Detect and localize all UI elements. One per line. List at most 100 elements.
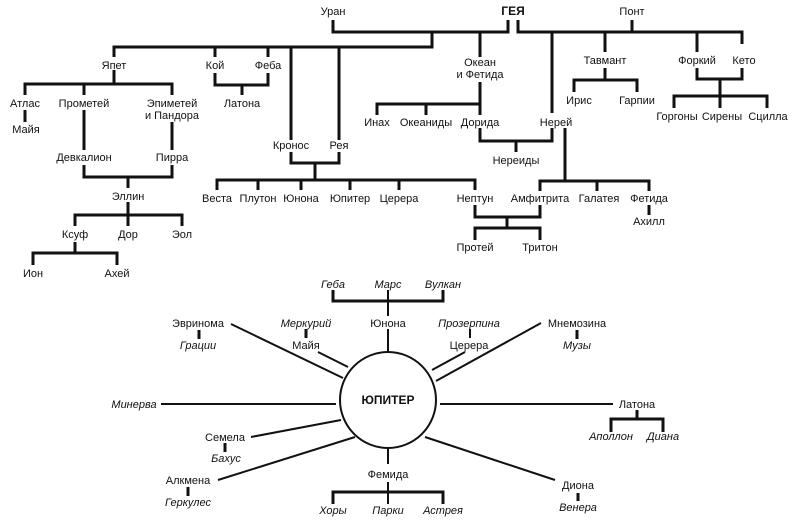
node-uranus: Уран bbox=[321, 6, 346, 18]
top-tree-lines bbox=[23, 20, 769, 265]
node-muses: Музы bbox=[563, 340, 591, 352]
oceanus-children-bar bbox=[375, 102, 482, 115]
node-gaia: ГЕЯ bbox=[501, 4, 524, 18]
node-inachus: Инах bbox=[364, 117, 390, 129]
coeus-phoebe-connector bbox=[213, 73, 270, 87]
node-gorgons: Горгоны bbox=[656, 111, 697, 123]
node-phoebe: Феба bbox=[255, 60, 282, 72]
doris-nereus-connector bbox=[478, 128, 554, 143]
node-alcmene: Алкмена bbox=[166, 475, 211, 487]
node-prometheus: Прометей bbox=[59, 98, 110, 110]
node-scylla: Сцилла bbox=[748, 111, 788, 123]
node-semele: Семела bbox=[205, 432, 246, 444]
top-tree-labels: Уран ГЕЯ Понт Япет Кой Феба Океан и Фети… bbox=[10, 4, 789, 280]
node-triton: Тритон bbox=[522, 242, 557, 254]
node-atlas: Атлас bbox=[10, 98, 40, 110]
node-hebe: Геба bbox=[321, 279, 345, 291]
spoke-dione bbox=[424, 436, 556, 481]
node-jupiter-top: Юпитер bbox=[330, 193, 370, 205]
node-dione: Диона bbox=[562, 480, 595, 492]
gaia-pontus-connector bbox=[516, 20, 744, 44]
spoke-mnemosyne bbox=[435, 322, 542, 382]
spoke-eurynome bbox=[230, 323, 344, 379]
node-vulcan: Вулкан bbox=[425, 279, 461, 291]
node-maia: Майя bbox=[292, 340, 320, 352]
node-proserpina: Прозерпина bbox=[438, 318, 500, 330]
node-thetis: Фетида bbox=[630, 193, 669, 205]
neptune-amphitrite-connector bbox=[473, 205, 542, 219]
node-latona-top: Латона bbox=[224, 98, 261, 110]
node-rhea: Рея bbox=[330, 140, 349, 152]
node-oceanids: Океаниды bbox=[400, 117, 452, 129]
node-pluto: Плутон bbox=[240, 193, 277, 205]
deucalion-pyrrha-connector bbox=[82, 165, 174, 179]
latona-children-bar bbox=[609, 410, 665, 432]
iapetus-children-bar bbox=[23, 82, 174, 95]
node-venus: Венера bbox=[559, 502, 597, 514]
node-doris: Дорида bbox=[461, 117, 500, 129]
node-minerva: Минерва bbox=[111, 399, 156, 411]
node-coeus: Кой bbox=[206, 60, 225, 72]
node-achaeus: Ахей bbox=[105, 268, 130, 280]
node-nereids: Нереиды bbox=[493, 155, 540, 167]
node-juno-top: Юнона bbox=[283, 193, 319, 205]
node-ion: Ион bbox=[23, 268, 43, 280]
node-nereus: Нерей bbox=[540, 117, 572, 129]
node-ceto: Кето bbox=[732, 55, 755, 67]
spoke-semele bbox=[250, 419, 342, 438]
spoke-alcmene bbox=[217, 436, 356, 481]
node-galatea: Галатея bbox=[579, 193, 620, 205]
node-achilles: Ахилл bbox=[633, 216, 665, 228]
node-harpies: Гарпии bbox=[619, 95, 655, 107]
node-latona: Латона bbox=[619, 399, 656, 411]
node-mars: Марс bbox=[374, 279, 402, 291]
node-iapetus: Япет bbox=[102, 60, 127, 72]
node-iris: Ирис bbox=[566, 95, 592, 107]
node-pontus: Понт bbox=[619, 6, 644, 18]
thaumas-children-bar bbox=[572, 68, 639, 92]
node-oceanus-line1: Океан bbox=[464, 57, 496, 69]
node-oceanus-line2: и Фетида bbox=[456, 69, 504, 81]
node-amphitrite: Амфитрита bbox=[511, 193, 570, 205]
node-ceres-top: Церера bbox=[380, 193, 420, 205]
node-proteus: Протей bbox=[456, 242, 493, 254]
neptune-children-bar bbox=[473, 226, 542, 240]
node-thaumas: Тавмант bbox=[584, 55, 627, 67]
xuthus-children-bar bbox=[31, 242, 119, 265]
node-graces: Грации bbox=[180, 340, 216, 352]
node-xuthus: Ксуф bbox=[62, 229, 88, 241]
node-juno: Юнона bbox=[370, 318, 406, 330]
node-parcae: Парки bbox=[372, 505, 404, 517]
node-deucalion: Девкалион bbox=[56, 152, 111, 164]
nereus-children-bar bbox=[538, 179, 651, 191]
node-eurynome: Эвринома bbox=[172, 318, 225, 330]
node-hercules: Геркулес bbox=[165, 497, 212, 509]
node-aeolus: Эол bbox=[172, 229, 192, 241]
cronus-rhea-connector bbox=[289, 152, 341, 165]
cronus-children-bar bbox=[215, 178, 477, 190]
phorcys-ceto-connector bbox=[695, 68, 744, 81]
node-themis: Фемида bbox=[368, 469, 410, 481]
node-sirens: Сирены bbox=[702, 111, 742, 123]
titans-bar bbox=[112, 32, 434, 57]
node-astraea: Астрея bbox=[422, 505, 463, 517]
node-apollo: Аполлон bbox=[588, 431, 633, 443]
node-vesta: Веста bbox=[202, 193, 233, 205]
node-epimetheus-line2: и Пандора bbox=[145, 110, 200, 122]
node-neptune: Нептун bbox=[457, 193, 494, 205]
jupiter-center-label: ЮПИТЕР bbox=[362, 393, 415, 407]
node-maia-top: Майя bbox=[12, 124, 40, 136]
node-diana: Диана bbox=[645, 431, 679, 443]
node-dorus: Дор bbox=[118, 229, 138, 241]
node-cronus: Кронос bbox=[273, 140, 310, 152]
uranus-gaia-connector bbox=[331, 20, 510, 34]
jupiter-diagram: ЮПИТЕР Геба Марс Вулкан Юнона Меркурий М… bbox=[111, 279, 679, 517]
node-horae: Хоры bbox=[318, 505, 346, 517]
node-phorcys: Форкий bbox=[678, 55, 716, 67]
node-mnemosyne: Мнемозина bbox=[548, 318, 607, 330]
spoke-ceres bbox=[431, 351, 466, 371]
node-hellen: Эллин bbox=[112, 191, 145, 203]
node-epimetheus-line1: Эпиметей bbox=[147, 98, 198, 110]
spoke-maia bbox=[317, 351, 349, 368]
